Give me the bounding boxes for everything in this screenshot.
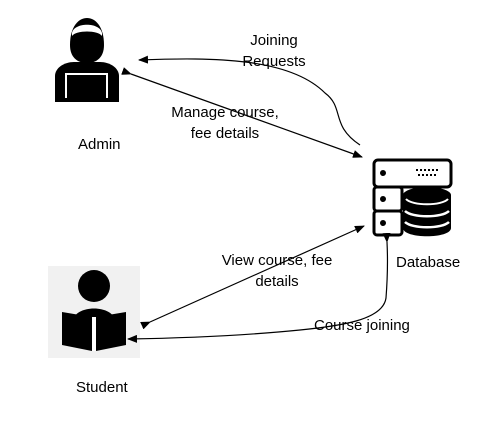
edge-course-joining [127,232,391,343]
database-label: Database [396,254,461,271]
edge-label-line: details [255,273,299,290]
edge-manage-course [121,67,363,158]
admin-user-icon [55,18,119,102]
edge-label-view-course: View course, fee details [212,250,342,292]
edge-label-line: Requests [242,53,306,70]
edge-label-joining-requests: Joining Requests [230,30,318,72]
edge-label-manage-course: Manage course, fee details [160,102,290,144]
edge-label-line: Joining [250,32,298,49]
edge-label-line: View course, fee [221,252,333,269]
student-reading-icon [48,266,140,358]
edge-label-line: Manage course, [171,104,279,121]
edge-label-line: fee details [190,125,260,142]
database-server-icon [372,158,453,237]
admin-label: Admin [78,136,121,153]
edge-label-course-joining: Course joining [314,317,410,334]
student-label: Student [76,379,128,396]
